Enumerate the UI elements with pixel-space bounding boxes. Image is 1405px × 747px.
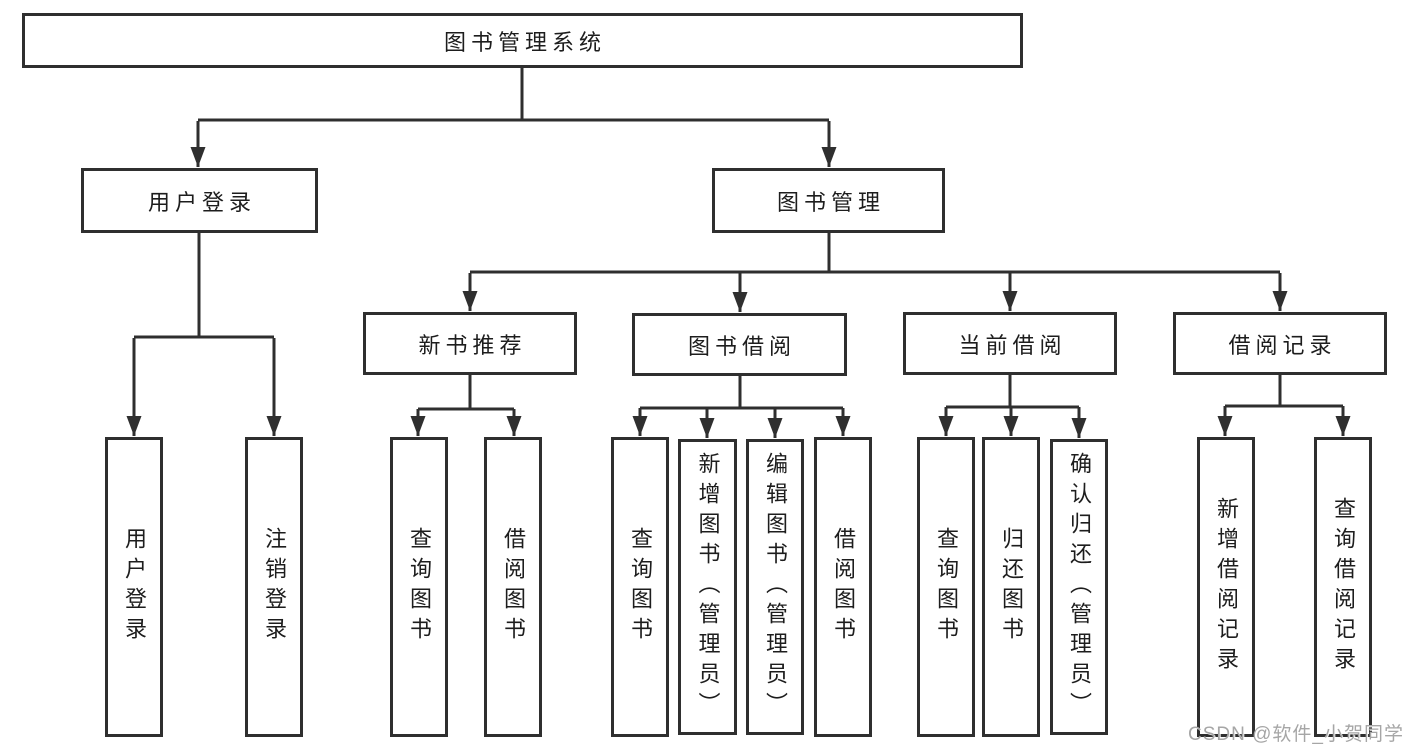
node-label: 借阅记录 [1228, 332, 1337, 358]
leaf-label: 归还图书 [999, 527, 1024, 647]
leaf-borrowing-edit-book-admin: 编辑图书（管理员） [746, 439, 804, 735]
node-book-borrowing: 图书借阅 [632, 313, 847, 376]
leaf-label: 查询图书 [628, 527, 653, 647]
leaf-user-login: 用户登录 [105, 437, 163, 737]
node-label: 图书管理 [776, 189, 885, 215]
leaf-newbook-borrow-book: 借阅图书 [484, 437, 542, 737]
leaf-label: 查询借阅记录 [1331, 497, 1356, 677]
leaf-label: 新增图书（管理员） [695, 452, 721, 722]
leaf-records-query-borrow-record: 查询借阅记录 [1314, 437, 1372, 737]
leaf-label: 用户登录 [122, 527, 147, 647]
leaf-borrowing-borrow-book: 借阅图书 [814, 437, 872, 737]
leaf-label: 借阅图书 [831, 527, 856, 647]
leaf-newbook-query-book: 查询图书 [390, 437, 448, 737]
node-user-login: 用户登录 [81, 168, 318, 233]
node-label: 当前借阅 [958, 332, 1067, 358]
watermark: CSDN @软件_小贺同学 [1188, 724, 1404, 745]
leaf-label: 注销登录 [262, 527, 287, 647]
connector-segments [134, 68, 1343, 411]
node-current-borrowing: 当前借阅 [903, 312, 1117, 375]
leaf-borrowing-query-book: 查询图书 [611, 437, 669, 737]
node-borrowing-records: 借阅记录 [1173, 312, 1387, 375]
leaf-current-query-book: 查询图书 [917, 437, 975, 737]
leaf-logout: 注销登录 [245, 437, 303, 737]
leaf-label: 编辑图书（管理员） [763, 452, 788, 722]
leaf-label: 查询图书 [934, 527, 959, 647]
leaf-records-add-borrow-record: 新增借阅记录 [1197, 437, 1255, 737]
node-system-root: 图书管理系统 [22, 13, 1023, 68]
node-new-book-recommendation: 新书推荐 [363, 312, 577, 375]
node-label: 用户登录 [147, 189, 256, 215]
leaf-label: 借阅图书 [501, 527, 526, 647]
node-label: 图书借阅 [687, 333, 796, 359]
leaf-label: 确认归还（管理员） [1067, 452, 1092, 722]
node-label: 图书管理系统 [443, 29, 606, 55]
leaf-label: 新增借阅记录 [1214, 497, 1239, 677]
leaf-current-confirm-return-admin: 确认归还（管理员） [1050, 439, 1108, 735]
leaf-current-return-book: 归还图书 [982, 437, 1040, 737]
leaf-label: 查询图书 [407, 527, 432, 647]
node-book-management: 图书管理 [712, 168, 945, 233]
node-label: 新书推荐 [418, 332, 527, 358]
leaf-borrowing-add-book-admin: 新增图书（管理员） [678, 439, 737, 735]
